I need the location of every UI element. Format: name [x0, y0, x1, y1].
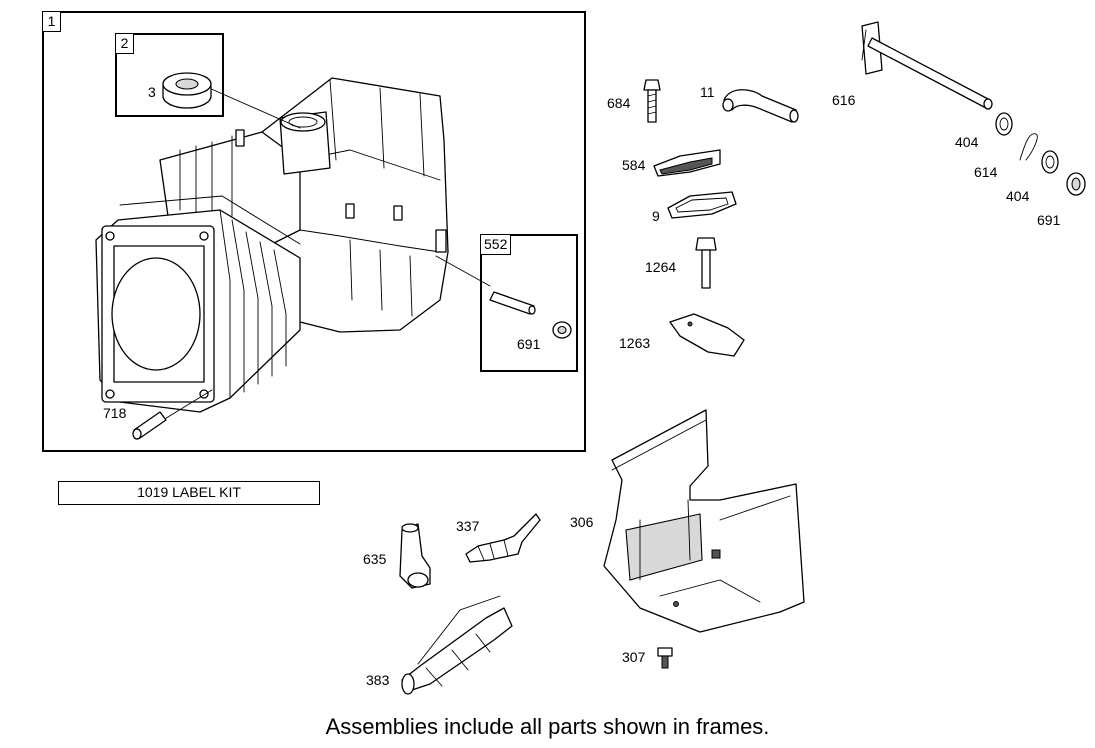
- callout-404: 404: [1006, 188, 1030, 204]
- callout-691: 691: [1037, 212, 1061, 228]
- callout-337: 337: [456, 518, 480, 534]
- callout-718: 718: [103, 405, 127, 421]
- plate-1263-drawing: [669, 313, 745, 357]
- callout-306: 306: [570, 514, 594, 530]
- shield-306-drawing: [603, 409, 805, 633]
- callout-691: 691: [517, 336, 541, 352]
- frame-number: 552: [481, 235, 512, 255]
- plate-584-drawing: [653, 149, 721, 177]
- tool-383-drawing: [401, 595, 513, 695]
- frame-assembly-2: 2: [115, 33, 224, 117]
- frame-number: 1: [43, 12, 61, 32]
- seal-drawing: [162, 72, 212, 109]
- dowel-pin-drawing: [132, 411, 167, 440]
- gasket-9-drawing: [667, 191, 737, 219]
- frame-assembly-1: 1: [42, 11, 586, 452]
- callout-1263: 1263: [619, 335, 651, 351]
- cylinder-block-drawing: [95, 77, 491, 429]
- footer-note: Assemblies include all parts shown in fr…: [325, 714, 770, 739]
- frame-number: 2: [116, 34, 134, 54]
- callout-9: 9: [652, 208, 660, 224]
- frame-assembly-552: 552: [480, 234, 578, 372]
- dowel-and-nut-drawing: [489, 291, 572, 339]
- plug-cap-drawing: [399, 523, 431, 589]
- bolt-1264-drawing: [695, 237, 717, 289]
- callout-404: 404: [955, 134, 979, 150]
- label-kit-box: 1019 LABEL KIT: [58, 481, 320, 505]
- bolt-684-drawing: [643, 79, 661, 123]
- shaft-616-drawing: [861, 21, 993, 110]
- screw-307-drawing: [657, 647, 673, 669]
- callout-684: 684: [607, 95, 631, 111]
- callout-1264: 1264: [645, 259, 677, 275]
- callout-383: 383: [366, 672, 390, 688]
- callout-616: 616: [832, 92, 856, 108]
- callout-3: 3: [148, 84, 156, 100]
- callout-11: 11: [700, 84, 715, 100]
- callout-635: 635: [363, 551, 387, 567]
- tube-11-drawing: [722, 89, 799, 123]
- callout-614: 614: [974, 164, 998, 180]
- spark-plug-drawing: [465, 513, 541, 563]
- callout-307: 307: [622, 649, 646, 665]
- washer-clip-drawing: [995, 112, 1086, 196]
- callout-584: 584: [622, 157, 646, 173]
